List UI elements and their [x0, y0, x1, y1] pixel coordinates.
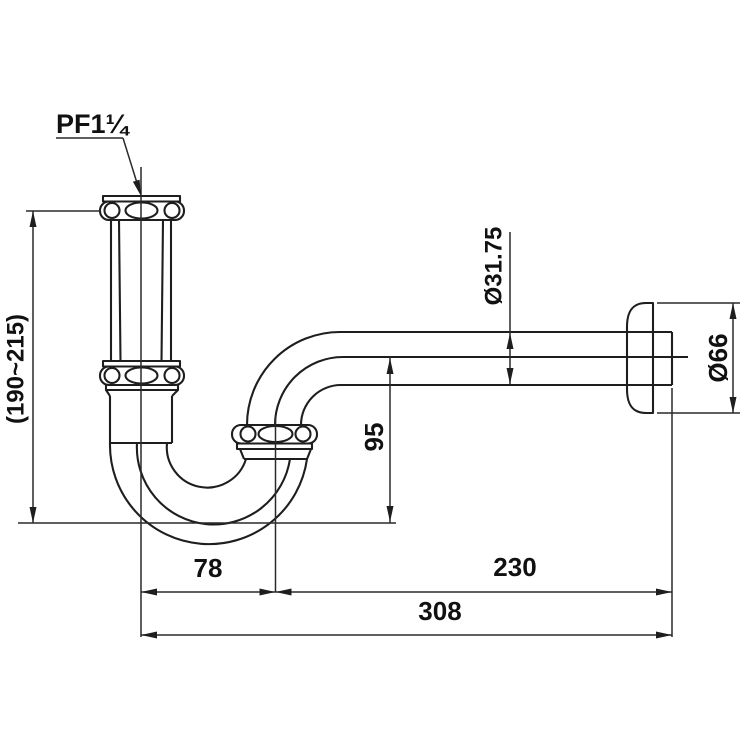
dim-pipe-diameter: Ø31.75 — [481, 227, 514, 384]
dim-height-range-label: (190~215) — [3, 314, 30, 424]
dim-flange-diameter-label: Ø66 — [703, 333, 733, 382]
riser-nut — [98, 359, 186, 387]
thread-label: PF1¼ — [56, 109, 131, 139]
leader-arrow — [132, 179, 141, 196]
dim-trap-depth: 95 — [359, 357, 394, 523]
dim-leg-spacing-label: 78 — [194, 553, 223, 583]
dim-trap-depth-label: 95 — [359, 423, 389, 452]
dim-pipe-diameter-label: Ø31.75 — [481, 227, 508, 306]
extension-lines — [18, 167, 740, 637]
inlet-top-nut — [98, 194, 186, 222]
u-bend — [108, 442, 309, 546]
dim-flange-diameter: Ø66 — [703, 303, 737, 413]
outlet-pipe — [340, 330, 688, 387]
dim-height-range: (190~215) — [3, 211, 37, 523]
inlet-pipe — [109, 219, 173, 362]
dim-row-upper: 78 230 — [141, 552, 672, 596]
dim-overall-length-label: 308 — [418, 596, 461, 626]
dim-overall-length: 308 — [141, 596, 672, 639]
thread-callout: PF1¼ — [56, 109, 141, 196]
outlet-nut — [230, 423, 319, 461]
dim-outlet-run-label: 230 — [493, 552, 536, 582]
riser-coupling — [104, 385, 180, 445]
elbow — [245, 330, 344, 426]
wall-flange — [625, 301, 655, 415]
